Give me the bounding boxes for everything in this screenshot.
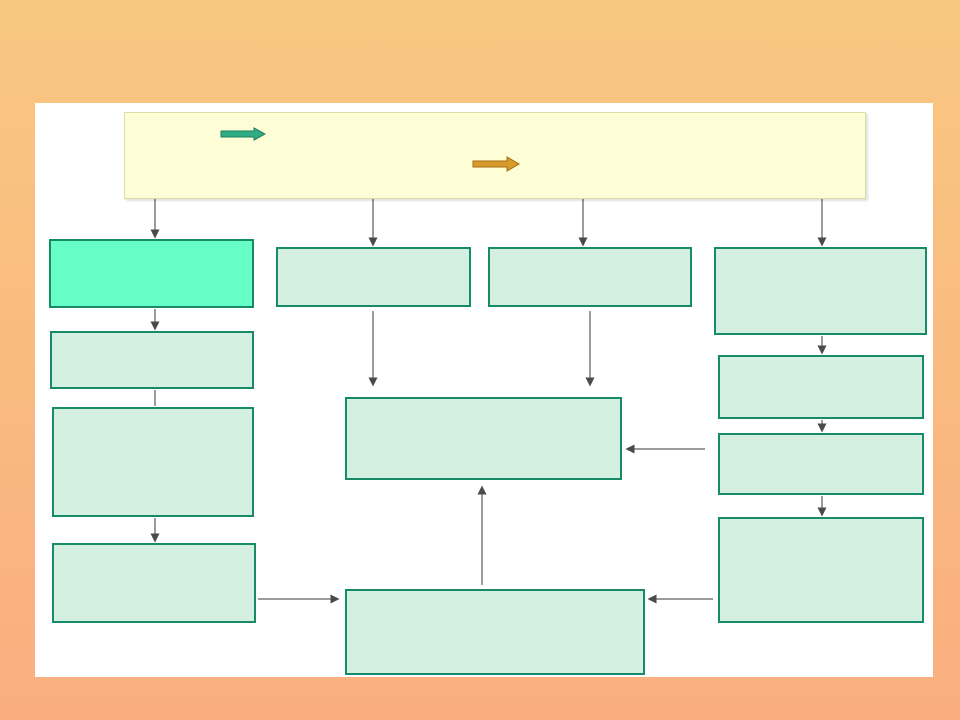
col3-top-box [488, 247, 692, 307]
green-arrow-icon [220, 127, 266, 141]
col1-box4 [52, 543, 256, 623]
center-box [345, 397, 622, 480]
orange-arrow-icon [472, 156, 520, 172]
diagram-canvas [35, 103, 933, 677]
col1-box3 [52, 407, 254, 517]
col2-top-box [276, 247, 471, 307]
col1-box1 [49, 239, 254, 308]
bottom-center-box [345, 589, 645, 675]
col1-box2 [50, 331, 254, 389]
header-box [124, 112, 866, 199]
col4-box2 [718, 355, 924, 419]
diagram-connectors [150, 199, 827, 604]
col4-box3 [718, 433, 924, 495]
col4-box4 [718, 517, 924, 623]
col4-box1 [714, 247, 927, 335]
